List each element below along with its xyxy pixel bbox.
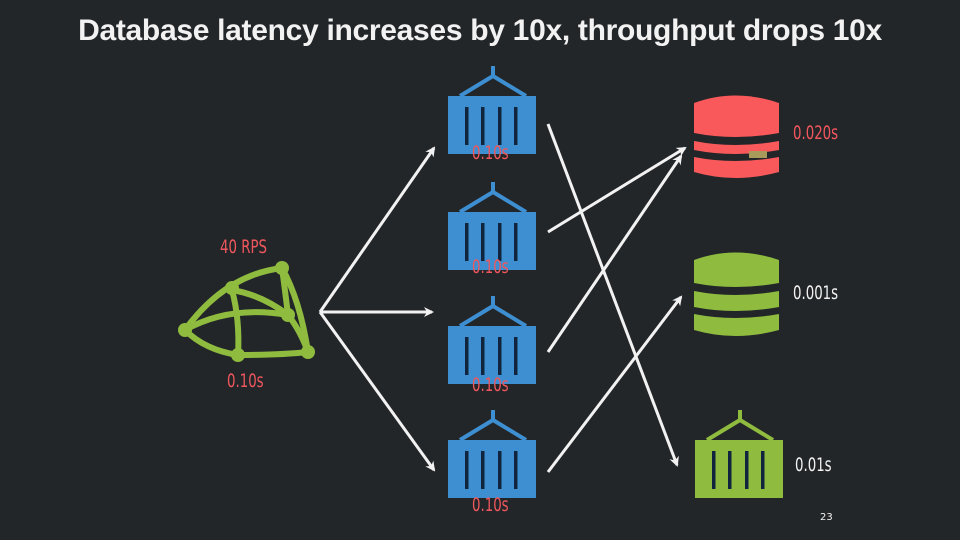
arrow-client-to-app-1 (318, 146, 436, 313)
app-server-4-latency: 0.10s (472, 494, 509, 516)
app-server-1-latency: 0.10s (472, 142, 509, 164)
app-server-4[interactable] (446, 408, 538, 500)
arrow-app-2-to-db-slow (547, 146, 687, 234)
arrow-app-3-to-db-slow (546, 154, 683, 353)
database-slow-icon[interactable] (694, 95, 779, 179)
database-ok-icon[interactable] (694, 252, 779, 337)
slide-title: Database latency increases by 10x, throu… (78, 14, 882, 47)
load-generator-icon (178, 261, 315, 362)
db-ok-latency: 0.001s (793, 282, 839, 304)
db-slow-latency: 0.020s (793, 122, 839, 144)
service-container-icon[interactable] (693, 408, 785, 500)
arrow-app-1-to-service (546, 123, 679, 467)
arrow-app-4-to-db-ok (546, 295, 683, 473)
bug-icon (749, 151, 767, 158)
backend-arrows (546, 123, 687, 473)
client-arrows (318, 146, 436, 472)
page-number: 23 (820, 512, 833, 523)
client-rps-label: 40 RPS (220, 236, 267, 258)
app-server-2-latency: 0.10s (472, 256, 509, 278)
client-latency-label: 0.10s (227, 370, 264, 392)
app-server-3[interactable] (446, 294, 538, 386)
arrow-client-to-app-3 (318, 311, 436, 472)
service-latency: 0.01s (795, 454, 832, 476)
app-server-3-latency: 0.10s (472, 374, 509, 396)
app-server-1[interactable] (446, 64, 538, 156)
